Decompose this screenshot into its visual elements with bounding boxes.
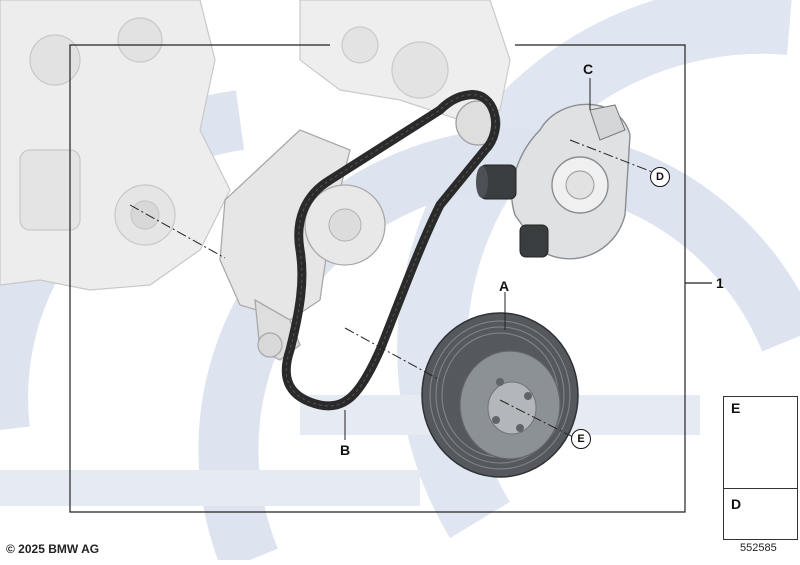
callout-a: A <box>499 278 510 294</box>
vibration-damper <box>421 312 579 478</box>
callout-b: B <box>340 442 351 458</box>
parts-box-label-e: E <box>731 400 741 416</box>
callout-e-circled: E <box>571 429 591 449</box>
drive-belt <box>281 90 500 411</box>
water-pump <box>304 184 386 266</box>
axis-lines <box>129 139 661 439</box>
copyright-text: © 2025 BMW AG <box>6 542 100 556</box>
belt-tensioner <box>476 103 631 260</box>
diagram-number: 552585 <box>740 542 777 554</box>
kit-frame <box>69 44 712 513</box>
parts-box-label-d: D <box>731 496 742 512</box>
callout-c: C <box>583 61 594 77</box>
engine-block-ghost <box>0 0 231 291</box>
callout-d-circled: D <box>650 167 670 187</box>
engine-top-ghost <box>299 0 511 121</box>
callout-1: 1 <box>716 275 724 291</box>
parts-box <box>723 396 798 540</box>
leader-lines <box>344 78 591 440</box>
parts-box-divider <box>724 488 797 489</box>
